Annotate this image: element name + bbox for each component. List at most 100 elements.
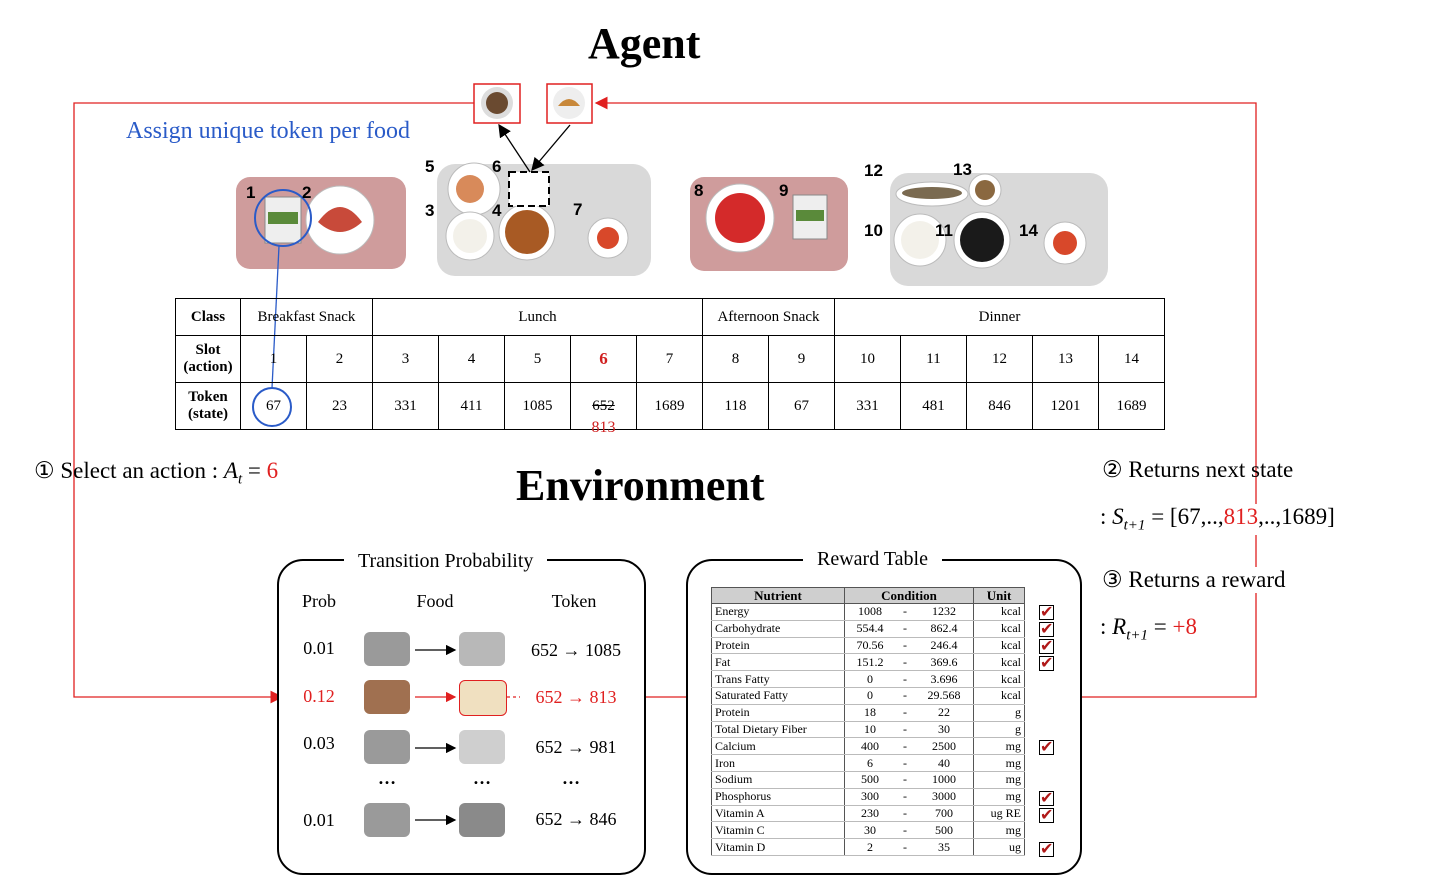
slot-cell: 12 [966,335,1033,383]
step2-suffix: ,..,1689] [1258,504,1335,529]
nutrient-unit: kcal [973,637,1025,655]
nutrient-unit: kcal [973,620,1025,638]
step3-title: ③ Returns a reward [1102,567,1286,593]
thumb2-to-slot6-arrow [531,124,571,171]
condition-dash: - [895,704,915,722]
token-cell: 331 [834,382,901,430]
slot-cell: 1 [240,335,307,383]
condition-high: 862.4 [915,620,974,638]
nutrient-unit: g [973,704,1025,722]
checkmark-icon: ✔ [1040,737,1054,757]
step3-value: +8 [1172,614,1197,639]
class-lunch: Lunch [372,298,703,336]
token-cell: 67 [768,382,835,430]
nutrient-name: Vitamin D [711,838,845,856]
step2-formula: : St+1 = [67,..,813,..,1689] [1100,504,1335,535]
condition-dash: - [895,670,915,688]
nutrient-unit: ug [973,838,1025,856]
slot-number-10: 10 [864,221,883,240]
condition-dash: - [895,620,915,638]
step2-title: ② Returns next state [1102,457,1294,482]
checkbox-checked-icon: ✔ [1039,602,1054,621]
nutrient-name: Phosphorus [711,788,845,806]
condition-low: 500 [844,771,895,789]
tp-prob: 0.01 [303,810,335,830]
condition-dash: - [895,788,915,806]
condition-low: 30 [844,821,895,840]
tp-prob-selected: 0.12 [303,686,335,706]
tp-token: 652 → 1085 [531,640,621,660]
condition-dash: - [895,771,915,789]
tp-food-to-thumb [459,803,505,837]
nutrient-unit: kcal [973,653,1025,672]
condition-low: 1008 [844,603,895,621]
condition-low: 151.2 [844,653,895,672]
step1-eq: = [242,458,267,483]
agent-title: Agent [588,19,701,68]
nutrient-name: Calcium [711,737,845,756]
tp-food-from-thumb [364,803,410,837]
checkmark-icon: ✔ [1040,787,1054,807]
checkbox-checked-icon: ✔ [1039,653,1054,672]
nutrient-unit: mg [973,737,1025,756]
token-header-line1: Token [188,389,228,405]
step1-sub: t [237,471,243,488]
condition-low: 554.4 [844,620,895,638]
step2-sub: t+1 [1123,517,1146,534]
nutrient-name: Iron [711,754,845,772]
condition-dash: - [895,737,915,756]
token-cell: 411 [438,382,505,430]
slot-cell: 14 [1098,335,1165,383]
slot-number-12: 12 [864,161,883,180]
tp-header-prob: Prob [301,591,336,611]
token-cell: 1201 [1032,382,1099,430]
unit-header: Unit [973,587,1025,604]
step3-prefix: : [1100,614,1113,639]
nutrient-unit: mg [973,821,1025,840]
condition-dash: - [895,805,915,823]
slot-cell: 11 [900,335,967,383]
token-cell: 67 [240,382,307,430]
slot-cell: 5 [504,335,571,383]
nutrient-name: Fat [711,653,845,672]
step3-formula: : Rt+1 = +8 [1100,614,1197,645]
checkbox-checked-icon: ✔ [1039,838,1054,858]
condition-dash: - [895,821,915,840]
slot-number-1: 1 [246,183,256,202]
tp-ellipsis: … [473,768,491,788]
step3-sub: t+1 [1126,627,1148,644]
condition-high: 29.568 [915,687,974,705]
nutrient-unit: mg [973,754,1025,772]
condition-low: 18 [844,704,895,722]
slot-number-5: 5 [425,157,435,176]
nutrient-unit: kcal [973,603,1025,621]
nutrient-name: Trans Fatty [711,670,845,688]
token-cell: 846 [966,382,1033,430]
condition-low: 2 [844,838,895,856]
nutrient-name: Sodium [711,771,845,789]
assign-token-label: Assign unique token per food [126,118,410,144]
condition-low: 6 [844,754,895,772]
nutrient-unit: kcal [973,670,1025,688]
condition-high: 3.696 [915,670,974,688]
condition-dash: - [895,838,915,856]
reward-title: Reward Table [803,548,942,571]
condition-high: 369.6 [915,653,974,672]
slot-number-9: 9 [779,181,789,200]
old-token: 652 [592,397,615,414]
token-cell: 23 [306,382,373,430]
dinner-foods [893,173,1087,269]
checkmark-icon: ✔ [1040,838,1054,858]
step1-select-action: ① Select an action : At = 6 [34,458,278,489]
condition-high: 700 [915,805,974,823]
nutrient-name: Carbohydrate [711,620,845,638]
nutrient-unit: kcal [973,687,1025,705]
condition-low: 300 [844,788,895,806]
